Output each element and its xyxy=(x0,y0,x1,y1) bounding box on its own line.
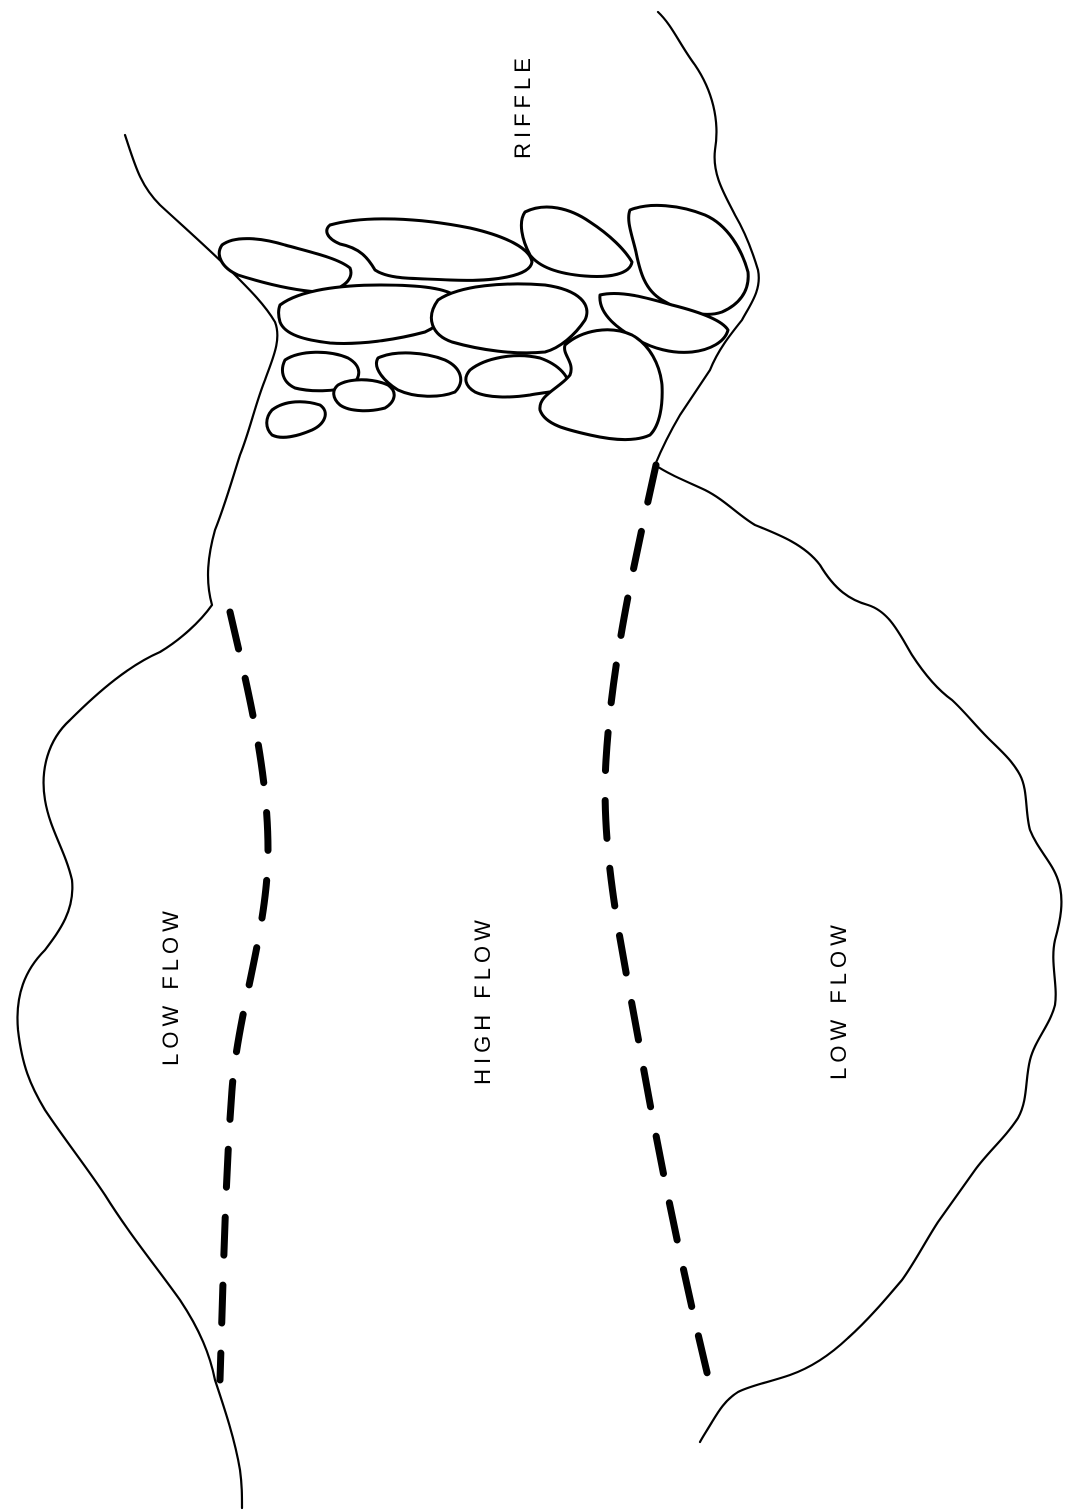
right-low-flow-label: LOW FLOW xyxy=(826,920,851,1080)
left-low-flow-label: LOW FLOW xyxy=(158,906,183,1066)
rock xyxy=(334,380,394,411)
rock xyxy=(431,284,587,353)
riffle-rocks xyxy=(219,205,748,439)
rock xyxy=(521,207,632,276)
right-flow-boundary xyxy=(605,465,710,1385)
high-flow-label: HIGH FLOW xyxy=(470,915,495,1085)
left-bank xyxy=(17,135,277,1508)
rock xyxy=(219,239,351,292)
rock xyxy=(267,402,326,438)
riffle-label: RIFFLE xyxy=(510,53,535,159)
left-flow-boundary xyxy=(220,612,268,1380)
rock xyxy=(327,219,532,281)
